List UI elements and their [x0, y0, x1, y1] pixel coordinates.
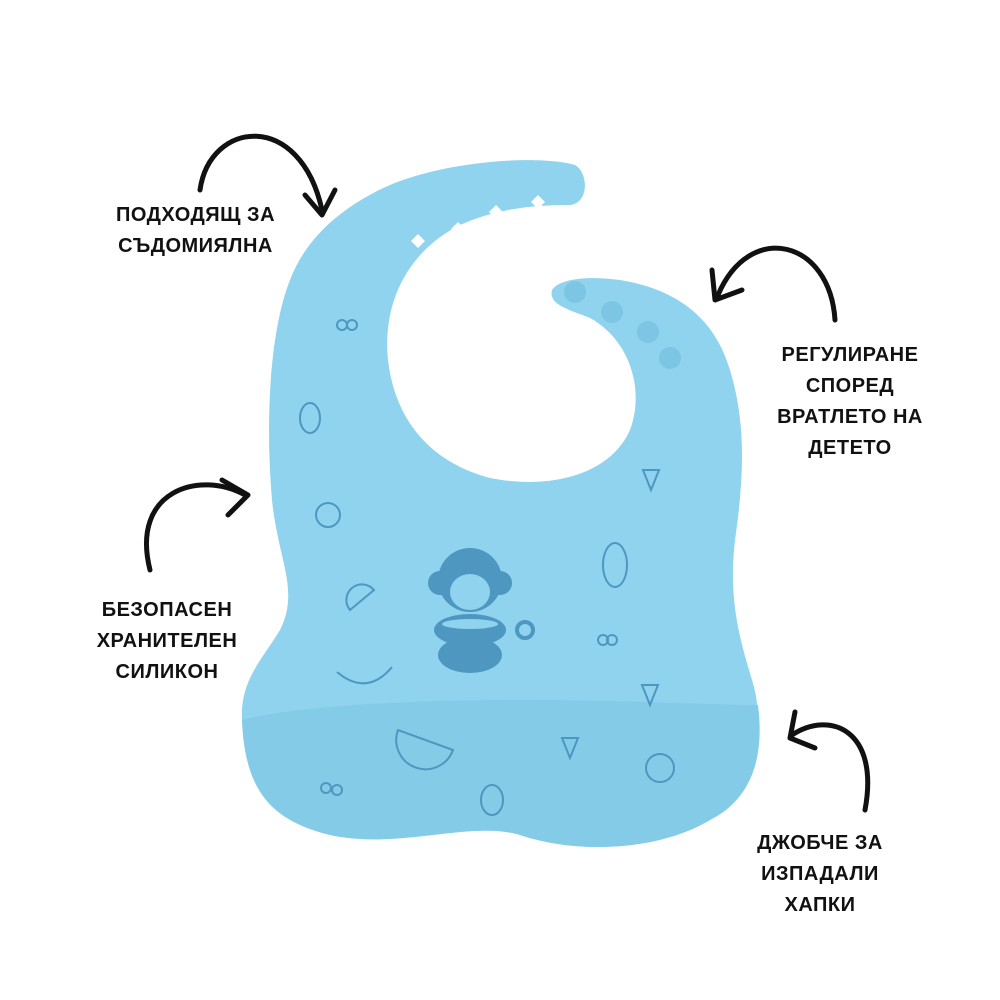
label-line: ДЕТЕТО — [808, 437, 892, 459]
label-line: БЕЗОПАСЕН — [101, 599, 233, 621]
arrow-silicone-icon — [144, 477, 251, 573]
label-line: СИЛИКОН — [115, 661, 219, 683]
strap-studs — [564, 281, 681, 369]
label-line: ХРАНИТЕЛЕН — [96, 630, 238, 652]
arrow-pocket-icon — [787, 709, 871, 813]
fruit-prints — [299, 319, 675, 816]
arrow-adjustable-icon — [709, 245, 838, 323]
label-crumb-pocket: ДЖОБЧЕ ЗА ИЗПАДАЛИ ХАПКИ — [740, 828, 900, 921]
arrow-dishwasher-icon — [197, 133, 338, 218]
monkey-print — [428, 548, 535, 673]
label-dishwasher-safe: ПОДХОДЯЩ ЗА СЪДОМИЯЛНА — [88, 200, 303, 262]
label-food-grade-silicone: БЕЗОПАСЕН ХРАНИТЕЛЕН СИЛИКОН — [82, 595, 252, 688]
arrows — [144, 133, 871, 813]
strap-holes — [411, 195, 545, 248]
label-line: ДЖОБЧЕ ЗА — [757, 832, 883, 854]
label-line: РЕГУЛИРАНЕ — [781, 344, 919, 366]
label-line: СПОРЕД — [805, 375, 895, 397]
label-line: ПОДХОДЯЩ ЗА — [115, 204, 276, 226]
label-adjustable-neck: РЕГУЛИРАНЕ СПОРЕД ВРАТЛЕТО НА ДЕТЕТО — [755, 340, 945, 464]
label-line: ХАПКИ — [784, 894, 856, 916]
label-line: ИЗПАДАЛИ — [761, 863, 879, 885]
label-line: ВРАТЛЕТО НА — [777, 406, 923, 428]
label-line: СЪДОМИЯЛНА — [118, 235, 273, 257]
silicone-bib — [241, 160, 760, 848]
